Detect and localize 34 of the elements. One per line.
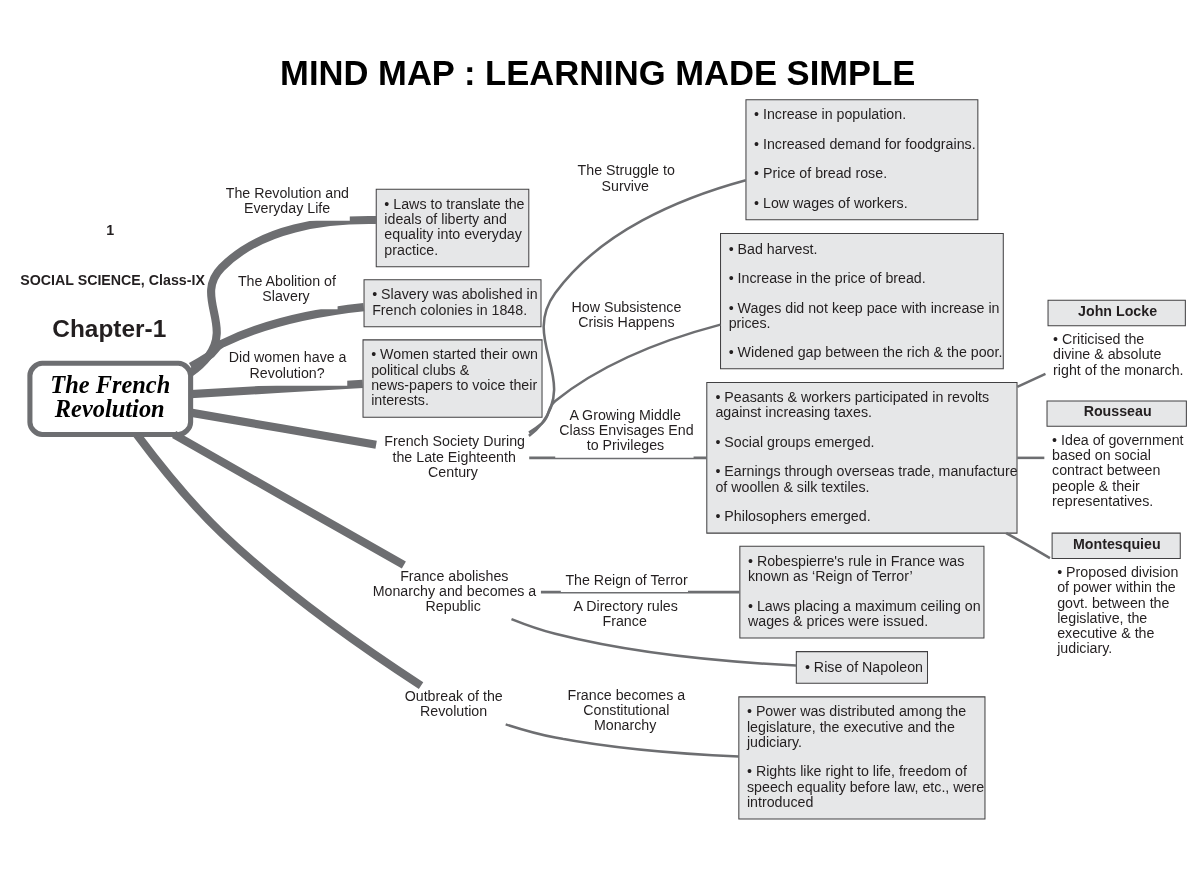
connector xyxy=(190,379,363,399)
edge-label: The Struggle to Survive xyxy=(577,162,675,194)
node-label: • Idea of government based on social contract between people & their representatives. xyxy=(1052,431,1184,509)
edge-label: France becomes a Constitutional Monarchy xyxy=(567,686,686,734)
label: Chapter-1 xyxy=(52,315,167,343)
label: 1 xyxy=(106,221,115,238)
connector xyxy=(188,215,376,377)
connector xyxy=(528,323,721,434)
connector xyxy=(511,617,797,667)
connector xyxy=(1016,372,1046,389)
connector xyxy=(188,303,365,371)
connector xyxy=(529,456,707,460)
node-box: The French Revolution xyxy=(27,360,194,437)
edge-label: A Growing Middle Class Envisages End to Privileges xyxy=(559,406,694,454)
edge-label: The Revolution and Everyday Life xyxy=(225,184,350,216)
edge-label: A Directory rules France xyxy=(573,597,678,629)
edge-label: How Subsistence Crisis Happens xyxy=(571,298,682,330)
connector xyxy=(1005,532,1051,560)
connector xyxy=(528,179,747,437)
node-label: • Criticised the divine & absolute right of the monarch. xyxy=(1053,331,1184,378)
diagram-title: MIND MAP : LEARNING MADE SIMPLE xyxy=(280,53,916,92)
connector xyxy=(540,590,740,594)
edge-label: Did women have a Revolution? xyxy=(228,349,347,381)
edge-label: The Reign of Terror xyxy=(565,571,688,588)
connector xyxy=(505,723,739,758)
node-text: French Society During the Late Eighteenth Century xyxy=(384,433,526,480)
connector xyxy=(133,432,424,690)
connector xyxy=(1017,456,1045,460)
label: SOCIAL SCIENCE, Class-IX xyxy=(20,271,205,288)
node-text: France abolishes Monarchy and becomes a Republic xyxy=(372,567,537,615)
connector xyxy=(172,431,406,569)
edge-label: The Abolition of Slavery xyxy=(237,273,336,305)
node-label: • Proposed division of power within the govt. between the legislative, the executive & the judiciary. xyxy=(1057,564,1179,657)
node-text: Outbreak of the Revolution xyxy=(404,688,503,720)
